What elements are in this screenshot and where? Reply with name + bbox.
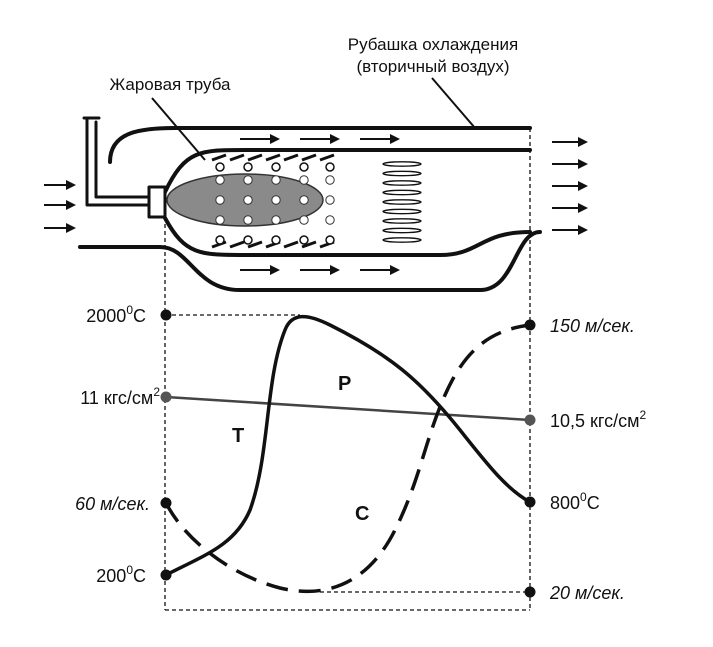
louvre-top-1: [211, 153, 227, 162]
jacket-top-arrow-3-head: [390, 134, 400, 144]
louvre-bottom-5: [283, 240, 299, 249]
jacket-label-line1: Рубашка охлаждения: [348, 35, 518, 54]
jacket-leader-line: [431, 77, 476, 129]
right-speed-low-label: 20 м/сек.: [549, 583, 625, 603]
fuel-nozzle: [147, 185, 167, 219]
louvre-bottom-3: [247, 240, 263, 249]
point-speed-high: [524, 319, 536, 331]
mixer-slit-2: [382, 170, 422, 177]
flame-tube-label: Жаровая труба: [109, 75, 231, 94]
graph-frame: [164, 128, 531, 611]
left-temp-low-label: 2000C: [96, 563, 146, 586]
right-pressure-label: 10,5 кгс/см2: [550, 408, 646, 431]
jacket-top-arrow-1-head: [270, 134, 280, 144]
mixer-slit-3: [382, 180, 422, 186]
mixer-slit-6: [382, 208, 422, 215]
hole-top-5: [325, 162, 335, 172]
point-temp-high: [160, 309, 172, 321]
louvre-bottom-6: [301, 240, 317, 249]
outlet-arrow-3-head: [578, 181, 588, 191]
flame-hole-2-1: [243, 175, 253, 185]
outlet-arrow-4-head: [578, 203, 588, 213]
inlet-arrow-1-head: [66, 180, 76, 190]
flame-hole-3-2: [271, 195, 281, 205]
hole-top-2: [243, 162, 253, 172]
flame-hole-3-3: [271, 215, 281, 225]
outer-casing-bottom: [78, 230, 542, 292]
pressure-line: [165, 395, 531, 422]
left-pressure-label: 11 кгс/см2: [80, 385, 160, 408]
hole-bottom-1: [215, 235, 225, 245]
flame-hole-2-3: [243, 215, 253, 225]
flame-hole-1-3: [215, 215, 225, 225]
mixer-slit-8: [382, 227, 422, 234]
jacket-bottom-arrow-3-head: [390, 265, 400, 275]
speed-curve: [164, 323, 531, 594]
inlet-arrow-2-head: [66, 200, 76, 210]
hole-bottom-5: [325, 235, 335, 245]
data-points: [160, 309, 536, 598]
chamber-details: [44, 134, 588, 275]
point-temp-out: [524, 496, 536, 508]
flame-hole-4-1: [299, 175, 309, 185]
mixer-slit-1: [382, 161, 422, 167]
point-pressure-in: [160, 391, 172, 403]
mixer-slit-4: [382, 189, 422, 196]
louvre-top-4: [265, 153, 281, 162]
left-speed-label: 60 м/сек.: [75, 494, 150, 514]
flame-hole-3-1: [271, 175, 281, 185]
hole-top-1: [215, 162, 225, 172]
outer-casing-top: [108, 126, 532, 164]
flame-hole-2-2: [243, 195, 253, 205]
mixer-slit-7: [382, 218, 422, 224]
temperature-curve: [164, 314, 532, 577]
louvre-top-6: [301, 153, 317, 162]
hole-bottom-4: [299, 235, 309, 245]
point-temp-low: [160, 569, 172, 581]
outlet-arrow-1-head: [578, 137, 588, 147]
louvre-top-7: [319, 153, 335, 162]
hole-top-3: [271, 162, 281, 172]
louvre-top-3: [247, 153, 263, 162]
fuel-pipe-inner: [94, 120, 152, 199]
point-speed-low: [524, 586, 536, 598]
flame-hole-1-2: [215, 195, 225, 205]
hole-bottom-2: [243, 235, 253, 245]
flame-tube-bottom: [163, 216, 532, 257]
louvre-bottom-2: [229, 240, 245, 249]
hole-bottom-3: [271, 235, 281, 245]
inlet-arrow-3-head: [66, 223, 76, 233]
flame-hole-4-2: [299, 195, 309, 205]
outlet-arrow-2-head: [578, 159, 588, 169]
jacket-label-line2: (вторичный воздух): [356, 57, 509, 76]
flame-hole-1-1: [215, 175, 225, 185]
right-temp-out-label: 8000C: [550, 490, 600, 513]
flame-hole-5-1: [325, 175, 335, 185]
curve-label-p: P: [338, 373, 351, 395]
point-pressure-out: [524, 414, 536, 426]
jacket-bottom-arrow-2-head: [330, 265, 340, 275]
louvre-top-5: [283, 153, 299, 162]
louvre-top-2: [229, 153, 245, 162]
jacket-top-arrow-2-head: [330, 134, 340, 144]
fuel-pipe: [85, 116, 152, 207]
flame-hole-4-3: [299, 215, 309, 225]
mixer-slit-5: [382, 199, 422, 205]
jacket-bottom-arrow-1-head: [270, 265, 280, 275]
flame-hole-5-3: [325, 215, 335, 225]
mixer-slit-9: [382, 237, 422, 243]
flame-tube-leader-line: [151, 97, 206, 161]
point-speed-in: [160, 497, 172, 509]
outlet-arrow-5-head: [578, 225, 588, 235]
right-speed-high-label: 150 м/сек.: [550, 316, 635, 336]
curve-label-t: T: [232, 425, 244, 447]
curve-label-c: C: [355, 503, 369, 525]
hole-top-4: [299, 162, 309, 172]
left-temp-high-label: 20000C: [86, 303, 146, 326]
flame-hole-5-2: [325, 195, 335, 205]
